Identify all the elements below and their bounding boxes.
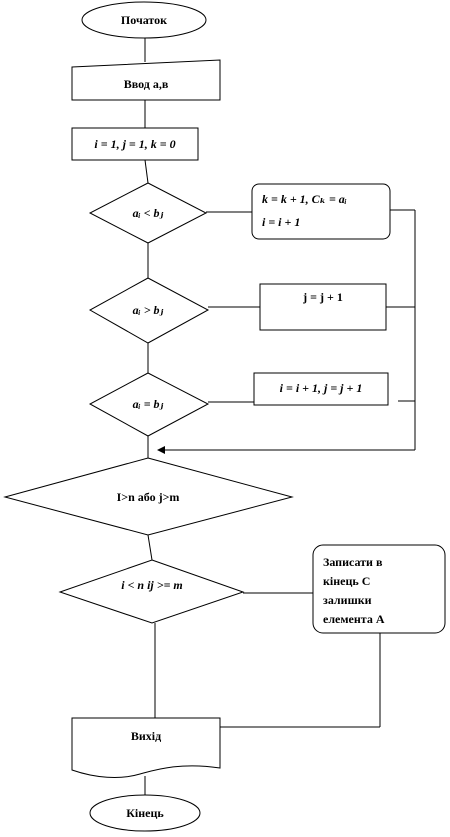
input-block — [71, 59, 221, 101]
action-append-line2: кінець С — [323, 574, 370, 588]
end-label: Кінець — [126, 806, 164, 820]
decision-greater-label: aᵢ > bⱼ — [133, 303, 164, 317]
action-greater-block — [259, 283, 387, 331]
decision-less — [88, 182, 208, 244]
start-label: Початок — [121, 13, 167, 27]
decision-bounds — [3, 457, 294, 536]
decision-greater — [88, 277, 210, 344]
output-block — [71, 717, 221, 778]
action-equal-label: i = i + 1, j = j + 1 — [280, 381, 363, 395]
action-less-block — [251, 183, 391, 240]
end-terminator — [89, 794, 201, 832]
output-label: Вихід — [131, 729, 161, 743]
action-append-block — [312, 544, 446, 634]
action-equal-block — [253, 372, 389, 406]
action-append-line3: залишки — [323, 593, 372, 607]
decision-less-label: aᵢ < bⱼ — [133, 206, 164, 220]
connectors — [144, 38, 416, 795]
input-label: Ввод а,в — [124, 77, 169, 91]
decision-remaining — [58, 559, 245, 624]
decision-equal-label: aᵢ = bⱼ — [133, 397, 164, 411]
action-less-line1: k = k + 1, Cₖ = aᵢ — [262, 192, 347, 206]
start-terminator — [81, 1, 207, 39]
decision-bounds-label: I>n або j>m — [117, 490, 180, 504]
action-greater-label: j = j + 1 — [302, 290, 343, 304]
init-label: i = 1, j = 1, k = 0 — [94, 137, 175, 151]
decision-equal — [88, 372, 210, 437]
init-block — [71, 127, 199, 161]
action-append-line4: елемента А — [323, 612, 385, 626]
action-append-line1: Записати в — [323, 555, 383, 569]
action-less-line2: i = i + 1 — [262, 215, 300, 229]
decision-remaining-label: i < n ij >= m — [121, 578, 183, 592]
